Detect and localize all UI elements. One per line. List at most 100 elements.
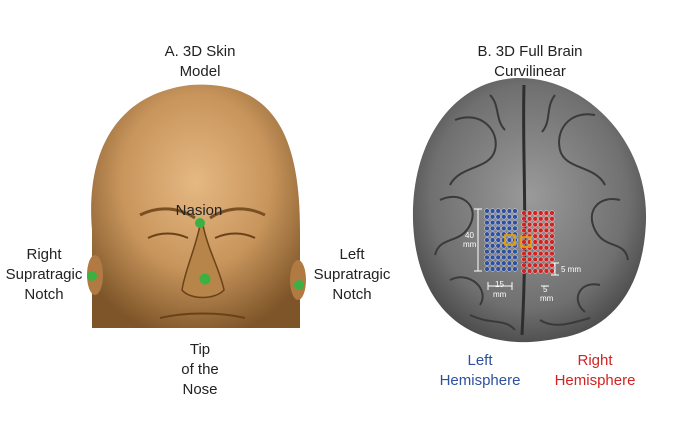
- left-grid-electrode: [512, 254, 518, 261]
- right-grid-electrode: [526, 227, 533, 234]
- right-grid-electrode: [526, 251, 533, 257]
- right-notch-line3: Notch: [24, 286, 64, 303]
- dim-15-unit: mm: [493, 290, 507, 299]
- left-hemisphere-label: Left Hemisphere: [425, 351, 535, 391]
- nasion-marker: [195, 218, 205, 228]
- right-grid-electrode: [521, 262, 527, 268]
- right-grid-electrode: [543, 216, 550, 222]
- right-grid-electrode: [521, 210, 527, 216]
- right-grid-electrode: [538, 216, 544, 222]
- right-supratragic-label: Right Supratragic Notch: [0, 245, 88, 305]
- left-grid-electrode: [490, 208, 496, 214]
- right-grid-electrode: [543, 222, 550, 228]
- left-hemi-line2: Hemisphere: [439, 372, 521, 389]
- right-grid-electrode: [521, 216, 527, 222]
- right-grid-electrode: [549, 233, 555, 239]
- left-grid-electrode: [501, 249, 507, 255]
- right-grid-electrode: [538, 245, 544, 251]
- left-grid-electrode: [490, 260, 496, 266]
- right-grid-electrode: [549, 222, 555, 228]
- right-hemi-line1: Right: [577, 352, 613, 369]
- right-grid-electrode: [538, 210, 544, 216]
- panel-a-title-line2: Model: [179, 63, 221, 80]
- left-grid-electrode: [484, 231, 490, 237]
- left-grid-electrode: [484, 220, 490, 226]
- right-grid-electrode: [521, 256, 527, 263]
- left-supratragic-marker: [294, 280, 304, 290]
- right-grid-electrode: [532, 268, 538, 274]
- brain-sulci: [434, 94, 629, 331]
- right-grid-electrode: [521, 251, 527, 257]
- left-grid-electrode: [506, 254, 513, 261]
- right-grid-electrode: [543, 251, 550, 257]
- left-grid-electrode: [506, 220, 513, 226]
- right-grid-electrode: [543, 227, 550, 234]
- right-grid-electrode: [521, 227, 527, 234]
- right-grid-electrode: [532, 233, 538, 239]
- brain-model: 40 mm 15 mm 5 mm 5 mm: [412, 78, 647, 343]
- right-grid-electrode: [532, 239, 538, 245]
- right-grid-electrode: [526, 268, 533, 274]
- panel-b-title-line1: B. 3D Full Brain: [477, 43, 583, 60]
- right-grid-electrode: [549, 262, 555, 268]
- right-grid-electrode: [532, 222, 538, 228]
- left-grid-electrode: [490, 225, 496, 232]
- right-brow: [139, 207, 196, 220]
- left-grid-electrode: [512, 249, 518, 255]
- right-grid-electrode: [549, 239, 555, 245]
- left-notch-line2: Supratragic: [313, 266, 391, 283]
- panel-a-title-line1: A. 3D Skin: [164, 43, 236, 60]
- skin-head-model: [87, 84, 306, 328]
- left-grid-electrode: [484, 214, 490, 220]
- left-grid-electrode: [484, 243, 490, 249]
- left-grid-electrode: [490, 237, 496, 243]
- panel-b-title-line2: Curvilinear: [494, 63, 566, 80]
- dim-5-below-label: 5: [543, 285, 548, 294]
- right-notch-line1: Right: [26, 246, 62, 263]
- right-grid-electrode: [526, 256, 533, 263]
- left-grid-electrode: [501, 208, 507, 214]
- left-grid-electrode: [484, 237, 490, 243]
- nose: [181, 224, 225, 299]
- right-grid-electrode: [543, 245, 550, 251]
- right-grid-electrode: [543, 256, 550, 263]
- right-grid-electrode: [543, 268, 550, 274]
- left-grid-electrode: [512, 220, 518, 226]
- left-grid-electrode: [506, 214, 513, 220]
- left-grid-electrode: [495, 249, 501, 255]
- left-grid-electrode: [506, 243, 513, 249]
- right-grid-electrode: [521, 268, 527, 274]
- right-hemi-line2: Hemisphere: [554, 372, 636, 389]
- right-grid-electrode: [526, 216, 533, 222]
- dim-40-label: 40: [465, 231, 474, 240]
- left-ear: [290, 260, 306, 300]
- right-grid-electrode: [521, 245, 527, 251]
- left-grid-electrode: [501, 214, 507, 220]
- right-grid-electrode: [526, 222, 533, 228]
- left-grid-electrode: [484, 225, 490, 232]
- left-grid-electrode: [484, 254, 490, 261]
- left-grid-electrode: [512, 214, 518, 220]
- right-grid-electrode: [538, 262, 544, 268]
- left-grid-electrode: [506, 266, 513, 272]
- left-grid-electrode: [490, 249, 496, 255]
- right-grid-electrode: [532, 245, 538, 251]
- left-grid-highlight: [504, 234, 516, 246]
- left-grid-electrode: [490, 220, 496, 226]
- right-grid-electrode: [521, 239, 527, 245]
- right-grid-electrode: [538, 268, 544, 274]
- left-grid-electrode: [490, 231, 496, 237]
- right-eye: [147, 232, 189, 239]
- left-grid-electrode: [490, 243, 496, 249]
- right-grid-electrode: [549, 268, 555, 274]
- right-grid-electrode: [538, 233, 544, 239]
- right-grid-electrode: [549, 227, 555, 234]
- right-supratragic-marker: [87, 271, 97, 281]
- left-grid-electrode: [495, 231, 501, 237]
- panel-b-title: B. 3D Full Brain Curvilinear: [455, 42, 605, 82]
- right-grid-electrode: [549, 245, 555, 251]
- left-grid-electrode: [495, 220, 501, 226]
- dimension-markers: [474, 208, 559, 290]
- left-grid-electrode: [484, 260, 490, 266]
- right-grid-electrode: [543, 233, 550, 239]
